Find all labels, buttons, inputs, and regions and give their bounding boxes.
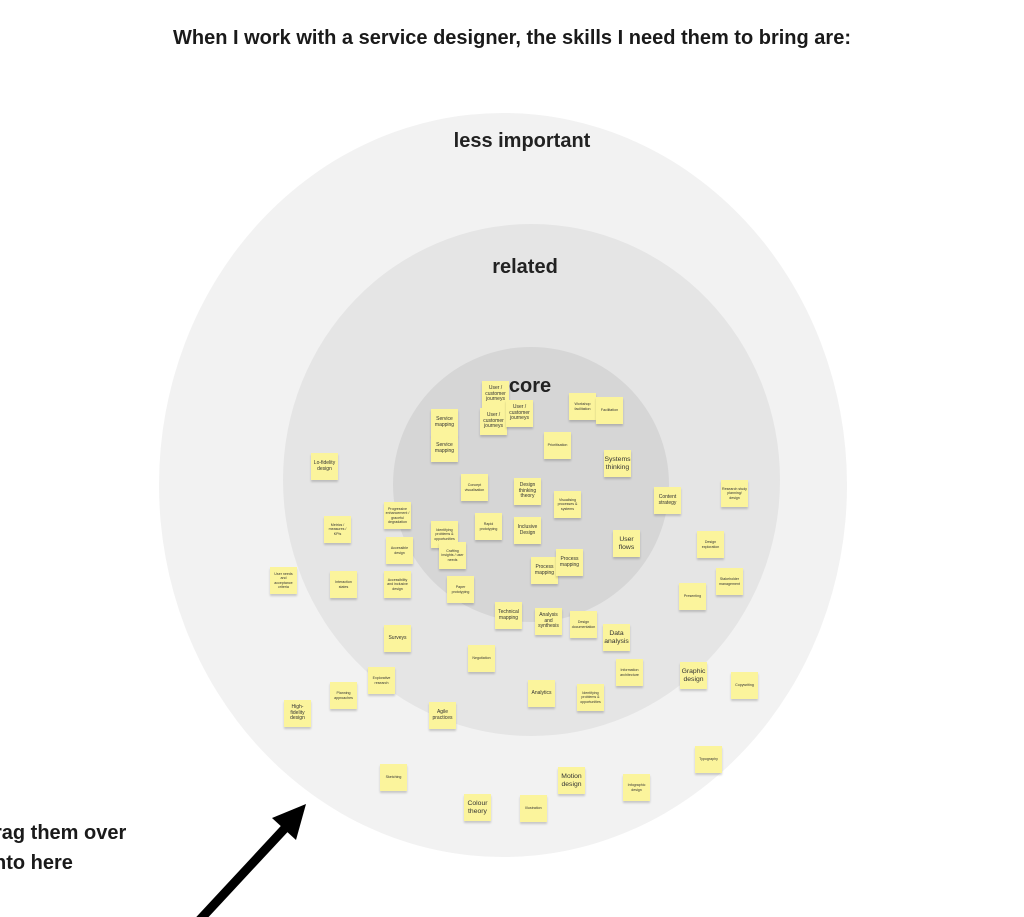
sticky-note[interactable]: Concept visualisation <box>461 474 488 501</box>
sticky-note[interactable]: Typography <box>695 746 722 773</box>
instruction-line-1: rag them over <box>0 822 127 844</box>
board-title: When I work with a service designer, the… <box>173 27 851 49</box>
sticky-note[interactable]: High-fidelity design <box>284 700 311 727</box>
sticky-note[interactable]: Accessible design <box>386 537 413 564</box>
sticky-note[interactable]: Interaction states <box>330 571 357 598</box>
sticky-note[interactable]: Metrics / measures / KPIs <box>324 516 351 543</box>
sticky-note[interactable]: Data analysis <box>603 624 630 651</box>
sticky-note[interactable]: Progressive enhancement / graceful degra… <box>384 502 411 529</box>
sticky-note[interactable]: Accessibility and inclusive design <box>384 571 411 598</box>
sticky-note[interactable]: User / customer journeys <box>480 408 507 435</box>
sticky-note[interactable]: Identifying problems & opportunities <box>577 684 604 711</box>
sticky-note[interactable]: Surveys <box>384 625 411 652</box>
sticky-note[interactable]: Information architecture <box>616 659 643 686</box>
less-important-label: less important <box>453 130 591 152</box>
sticky-note[interactable]: Explorative research <box>368 667 395 694</box>
sticky-note[interactable]: Inclusive Design <box>514 517 541 544</box>
sticky-note[interactable]: Crafting insights / user needs <box>439 542 466 569</box>
sticky-note[interactable]: User / customer journeys <box>482 381 509 408</box>
sticky-note[interactable]: User flows <box>613 530 640 557</box>
sticky-note[interactable]: Prioritisation <box>544 432 571 459</box>
sticky-note[interactable]: Visualising processes & systems <box>554 491 581 518</box>
sticky-note[interactable]: Colour theory <box>464 794 491 821</box>
instruction-text: rag them over nto here <box>0 818 126 878</box>
sticky-note[interactable]: Sketching <box>380 764 407 791</box>
instruction-line-2: nto here <box>0 852 73 874</box>
sticky-note[interactable]: Motion design <box>558 767 585 794</box>
sticky-note[interactable]: Planning approaches <box>330 682 357 709</box>
sticky-note[interactable]: Negotiation <box>468 645 495 672</box>
sticky-note[interactable]: Content strategy <box>654 487 681 514</box>
sticky-note[interactable]: Workshop facilitation <box>569 393 596 420</box>
sticky-note[interactable]: Rapid prototyping <box>475 513 502 540</box>
sticky-note[interactable]: Process mapping <box>531 557 558 584</box>
sticky-note[interactable]: Process mapping <box>556 549 583 576</box>
sticky-note[interactable]: Agile practices <box>429 702 456 729</box>
sticky-note[interactable]: Stakeholder management <box>716 568 743 595</box>
sticky-note[interactable]: Presenting <box>679 583 706 610</box>
sticky-note[interactable]: User / customer journeys <box>506 400 533 427</box>
sticky-note[interactable]: Analytics <box>528 680 555 707</box>
sticky-note[interactable]: Lo-fidelity design <box>311 453 338 480</box>
sticky-note[interactable]: Design thinking theory <box>514 478 541 505</box>
sticky-note[interactable]: Systems thinking <box>604 450 631 477</box>
sticky-note[interactable]: Analysis and synthesis <box>535 608 562 635</box>
sticky-note[interactable]: Design exploration <box>697 531 724 558</box>
sticky-note[interactable]: Copywriting <box>731 672 758 699</box>
sticky-note[interactable]: User needs and acceptance criteria <box>270 567 297 594</box>
sticky-note[interactable]: Service mapping <box>431 409 458 436</box>
sticky-note[interactable]: Graphic design <box>680 662 707 689</box>
sticky-note[interactable]: Service mapping <box>431 435 458 462</box>
sticky-note[interactable]: Infographic design <box>623 774 650 801</box>
core-label: core <box>508 375 552 397</box>
sticky-note[interactable]: Facilitation <box>596 397 623 424</box>
related-label: related <box>492 256 558 278</box>
sticky-note[interactable]: Illustration <box>520 795 547 822</box>
sticky-note[interactable]: Technical mapping <box>495 602 522 629</box>
sticky-note[interactable]: Paper prototyping <box>447 576 474 603</box>
sticky-note[interactable]: Design documentation <box>570 611 597 638</box>
sticky-note[interactable]: Research study planning/ design <box>721 480 748 507</box>
